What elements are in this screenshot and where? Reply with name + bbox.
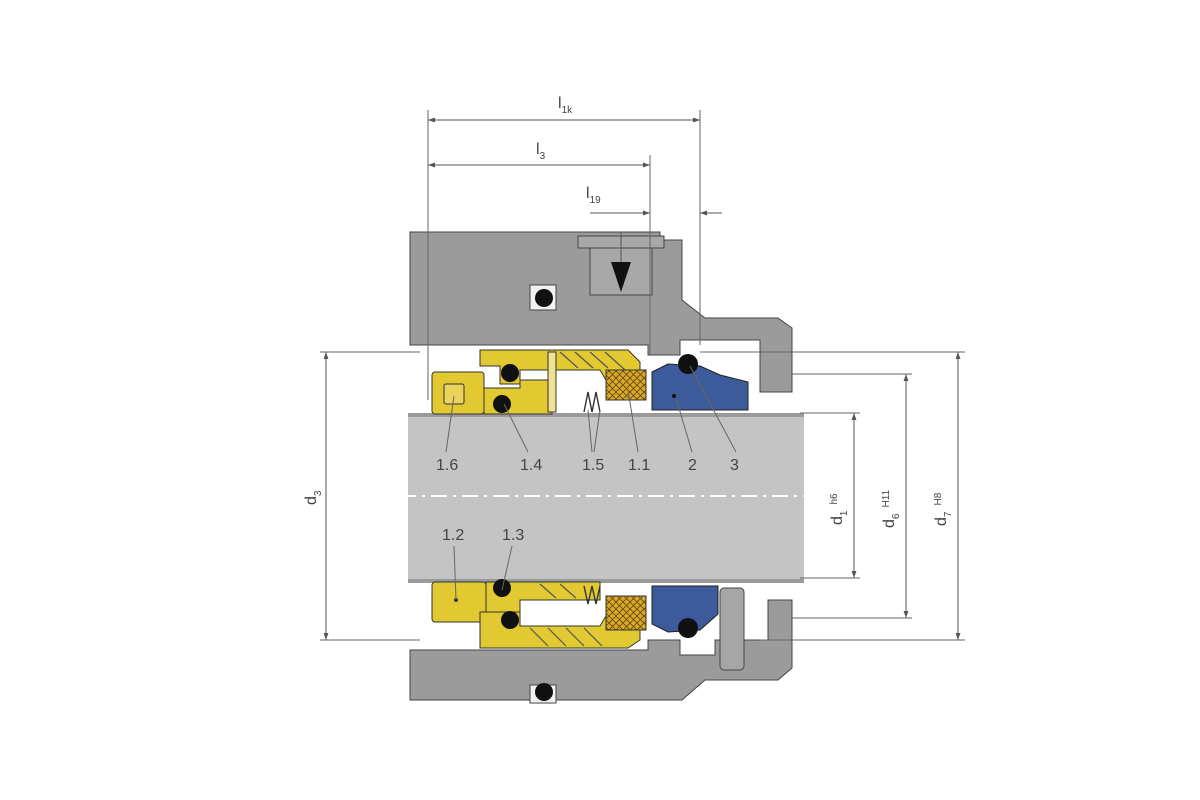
part-label-1-1: 1.1 xyxy=(628,457,650,474)
driver-upper xyxy=(483,379,553,415)
part-label-1-3: 1.3 xyxy=(502,527,524,544)
part-label-1-6: 1.6 xyxy=(436,457,458,474)
lower-seal-assembly xyxy=(431,579,719,701)
hatching xyxy=(529,583,603,647)
part-label-2: 2 xyxy=(688,457,697,474)
o-ring-icon xyxy=(493,395,511,413)
set-screw-icon xyxy=(443,383,465,405)
clamp-collar-lower xyxy=(431,581,487,623)
o-ring-icon xyxy=(535,289,553,307)
spring-upper xyxy=(583,391,601,413)
part-callouts: 1.6 1.4 1.5 1.1 2 3 1.2 1.3 xyxy=(436,365,739,601)
part-label-1-4: 1.4 xyxy=(520,457,542,474)
housing-upper xyxy=(409,231,793,393)
o-ring-icon xyxy=(501,611,519,629)
part-label-3: 3 xyxy=(730,457,739,474)
dim-l1k: l1k xyxy=(558,95,573,116)
part-label-1-2: 1.2 xyxy=(442,527,464,544)
dim-l19: l19 xyxy=(586,185,601,206)
seal-face-upper xyxy=(605,369,647,401)
spring-lower xyxy=(583,585,601,605)
drive-pin xyxy=(547,351,557,413)
flow-arrow-icon xyxy=(611,262,631,292)
dim-l3: l3 xyxy=(536,141,546,162)
hatching xyxy=(559,351,626,371)
retainer-upper xyxy=(479,349,641,385)
dim-d3: d3 xyxy=(303,490,324,505)
o-ring-icon xyxy=(535,683,553,701)
stationary-seat-lower xyxy=(651,585,719,633)
seal-face-lower xyxy=(605,595,647,631)
shaft xyxy=(400,413,830,583)
stationary-seat-upper xyxy=(651,363,749,411)
dimension-lines xyxy=(320,110,965,641)
anti-rotation-pin xyxy=(719,587,745,671)
dim-d1: d1h6 xyxy=(829,493,850,525)
o-ring-icon xyxy=(678,354,698,374)
o-ring-icon xyxy=(501,364,519,382)
part-label-1-5: 1.5 xyxy=(582,457,604,474)
dim-d6: d6H11 xyxy=(881,489,902,528)
dimension-labels: l1k l3 l19 d3 d1h6 d6H11 d7H8 xyxy=(303,95,954,528)
o-ring-icon xyxy=(678,618,698,638)
shaft-body xyxy=(408,413,804,583)
upper-seal-assembly xyxy=(431,289,749,415)
dim-d7: d7H8 xyxy=(933,492,954,526)
